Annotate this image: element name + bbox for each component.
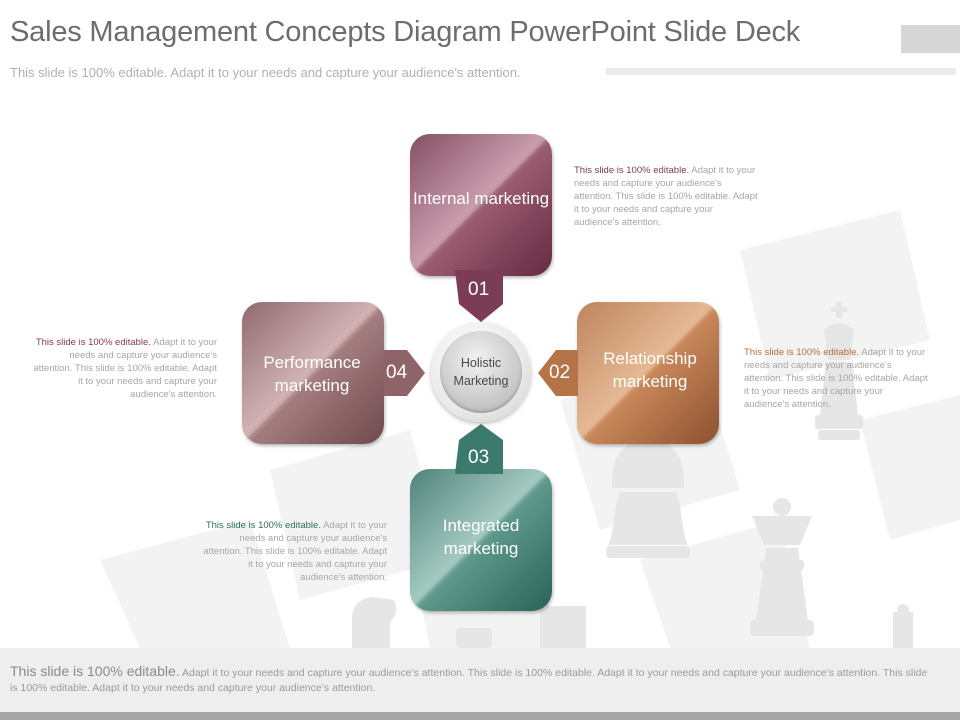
chess-pawn-icon (606, 440, 690, 558)
chess-queen-icon (750, 498, 814, 636)
hub-circle (440, 331, 522, 413)
integrated-marketing-tile (410, 469, 552, 611)
number-03: 03 (468, 447, 490, 468)
internal-marketing-description: This slide is 100% editable. Adapt it to… (574, 164, 759, 229)
performance-marketing-tile (242, 302, 384, 444)
chess-knight-icon (352, 597, 397, 648)
description-body: Adapt it to your needs and capture your … (574, 165, 758, 228)
number-04: 04 (386, 362, 408, 383)
footer-body: Adapt it to your needs and capture your … (10, 667, 928, 694)
title-accent-block (901, 25, 960, 53)
description-lead: This slide is 100% editable. (744, 347, 860, 358)
chess-king-icon (815, 302, 863, 440)
connector-relationship (538, 350, 578, 396)
description-body: Adapt it to your needs and capture your … (744, 347, 928, 410)
hub-label: Holistic Marketing (453, 356, 509, 388)
description-lead: This slide is 100% editable. (35, 337, 151, 348)
slide-subtitle: This slide is 100% editable. Adapt it to… (10, 65, 521, 80)
footer-lead: This slide is 100% editable. (10, 663, 180, 679)
number-02: 02 (549, 362, 571, 383)
number-01: 01 (468, 279, 490, 300)
internal-marketing-tile (410, 134, 552, 276)
description-body: Adapt it to your needs and capture your … (203, 520, 387, 583)
integrated-marketing-description: This slide is 100% editable. Adapt it to… (202, 519, 387, 584)
connector-integrated (455, 424, 503, 474)
internal-marketing-label: Internal marketing (412, 189, 550, 208)
subtitle-accent-bar (606, 68, 956, 75)
slide-title: Sales Management Concepts Diagram PowerP… (10, 16, 801, 48)
performance-marketing-description: This slide is 100% editable. Adapt it to… (32, 336, 217, 401)
connector-internal (455, 270, 503, 322)
integrated-marketing-label: Integrated marketing (442, 516, 520, 558)
relationship-marketing-label: Relationship marketing (603, 349, 697, 391)
relationship-marketing-description: This slide is 100% editable. Adapt it to… (744, 346, 929, 411)
performance-marketing-label: Performance marketing (263, 353, 361, 395)
chess-rook-icon (456, 604, 913, 648)
footer-panel (0, 648, 960, 712)
relationship-marketing-tile (577, 302, 719, 444)
description-lead: This slide is 100% editable. (574, 165, 690, 176)
description-lead: This slide is 100% editable. (205, 520, 321, 531)
footer-bar (0, 712, 960, 720)
footer-text: This slide is 100% editable. Adapt it to… (10, 664, 930, 696)
description-body: Adapt it to your needs and capture your … (33, 337, 217, 400)
connector-performance (384, 350, 425, 396)
